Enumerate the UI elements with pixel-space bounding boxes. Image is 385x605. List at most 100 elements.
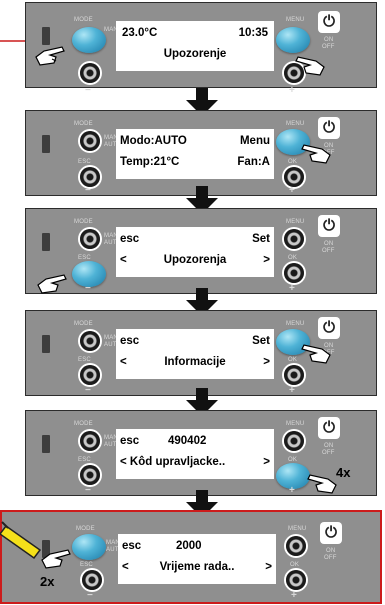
indicator-led — [42, 233, 50, 251]
menu-button[interactable] — [276, 27, 310, 53]
esc-label: ESC — [78, 457, 91, 464]
menu-button[interactable] — [286, 536, 306, 556]
plus-label: + — [289, 85, 295, 96]
lcd-text: > — [263, 356, 270, 368]
aut-label: AUT — [104, 442, 117, 449]
aut-label: AUT — [106, 547, 119, 554]
esc-button[interactable] — [80, 167, 100, 187]
lcd-text: Vrijeme rada.. — [118, 561, 276, 573]
mode-label: MODE — [76, 526, 95, 533]
ok-button[interactable] — [284, 167, 304, 187]
lcd-text: Temp:21°C — [120, 156, 179, 168]
lcd-text: 2000 — [176, 540, 202, 552]
menu-label: MENU — [286, 17, 304, 24]
mode-label: MODE — [74, 17, 93, 24]
ok-label: OK — [288, 255, 297, 262]
plus-label: + — [289, 185, 295, 196]
minus-label: − — [85, 185, 91, 196]
esc-button[interactable] — [80, 365, 100, 385]
minus-label: − — [85, 283, 91, 294]
lcd-text: Set — [252, 335, 270, 347]
on-label: ON — [326, 548, 335, 555]
off-label: OFF — [322, 248, 335, 255]
minus-label: − — [87, 590, 93, 601]
power-icon[interactable]: ⏻ — [318, 11, 340, 33]
mode-label: MODE — [74, 421, 93, 428]
off-label: OFF — [322, 44, 335, 51]
aut-label: AUT — [104, 342, 117, 349]
lcd-text: esc — [120, 335, 139, 347]
aut-label: AUT — [104, 240, 117, 247]
on-label: ON — [324, 37, 333, 44]
lcd-text: 23.0°C — [122, 27, 157, 39]
mode-button[interactable] — [80, 229, 100, 249]
lcd-screen: esc2000 <Vrijeme rada..> — [118, 534, 276, 584]
menu-button[interactable] — [284, 229, 304, 249]
plus-label: + — [289, 385, 295, 396]
ok-button[interactable] — [284, 365, 304, 385]
power-icon[interactable]: ⏻ — [318, 117, 340, 139]
off-label: OFF — [322, 450, 335, 457]
hand-pointer-icon — [34, 43, 70, 67]
minus-label: − — [85, 85, 91, 96]
menu-label: MENU — [286, 121, 304, 128]
menu-button[interactable] — [284, 431, 304, 451]
mode-label: MODE — [74, 121, 93, 128]
esc-button[interactable] — [80, 465, 100, 485]
hand-pointer-icon — [36, 271, 72, 295]
minus-label: − — [85, 385, 91, 396]
minus-label: − — [85, 485, 91, 496]
ok-label: OK — [290, 562, 299, 569]
lcd-text: esc — [120, 435, 139, 447]
lcd-text: Upozorenja — [116, 254, 274, 266]
power-icon[interactable]: ⏻ — [318, 417, 340, 439]
hand-pointer-icon — [296, 341, 332, 365]
esc-button[interactable] — [82, 570, 102, 590]
lcd-text: Modo:AUTO — [120, 135, 187, 147]
menu-label: MENU — [288, 526, 306, 533]
esc-label: ESC — [80, 562, 93, 569]
mode-button[interactable] — [80, 431, 100, 451]
lcd-text: 490402 — [168, 435, 206, 447]
lcd-screen: esc490402 < Kôd upravljacke..> — [116, 429, 274, 479]
ok-button[interactable] — [286, 570, 306, 590]
mode-button[interactable] — [80, 131, 100, 151]
hand-pointer-icon — [290, 53, 326, 77]
repeat-count-note: 2x — [40, 574, 54, 589]
lcd-text: > — [265, 561, 272, 573]
mode-button[interactable] — [72, 27, 106, 53]
lcd-text: esc — [120, 233, 139, 245]
menu-label: MENU — [286, 421, 304, 428]
esc-label: ESC — [78, 357, 91, 364]
panel-2: MODE MAN AUT ESC − Modo:AUTOMenu Temp:21… — [25, 110, 377, 196]
on-label: ON — [324, 443, 333, 450]
hand-pointer-icon — [40, 546, 76, 570]
menu-label: MENU — [286, 321, 304, 328]
off-label: OFF — [324, 555, 337, 562]
lcd-text: Upozorenje — [116, 48, 274, 60]
power-icon[interactable]: ⏻ — [320, 522, 342, 544]
lcd-text: > — [263, 456, 270, 468]
power-icon[interactable]: ⏻ — [318, 215, 340, 237]
indicator-led — [42, 435, 50, 453]
mode-button[interactable] — [80, 331, 100, 351]
repeat-count-note: 4x — [336, 465, 350, 480]
power-icon[interactable]: ⏻ — [318, 317, 340, 339]
menu-label: MENU — [286, 219, 304, 226]
esc-button[interactable] — [80, 63, 100, 83]
pencil-icon — [0, 520, 44, 560]
mode-label: MODE — [74, 219, 93, 226]
plus-label: + — [289, 283, 295, 294]
lcd-text: Set — [252, 233, 270, 245]
ok-button[interactable] — [284, 263, 304, 283]
hand-pointer-icon — [296, 141, 332, 165]
on-label: ON — [324, 241, 333, 248]
mode-button[interactable] — [72, 534, 106, 560]
